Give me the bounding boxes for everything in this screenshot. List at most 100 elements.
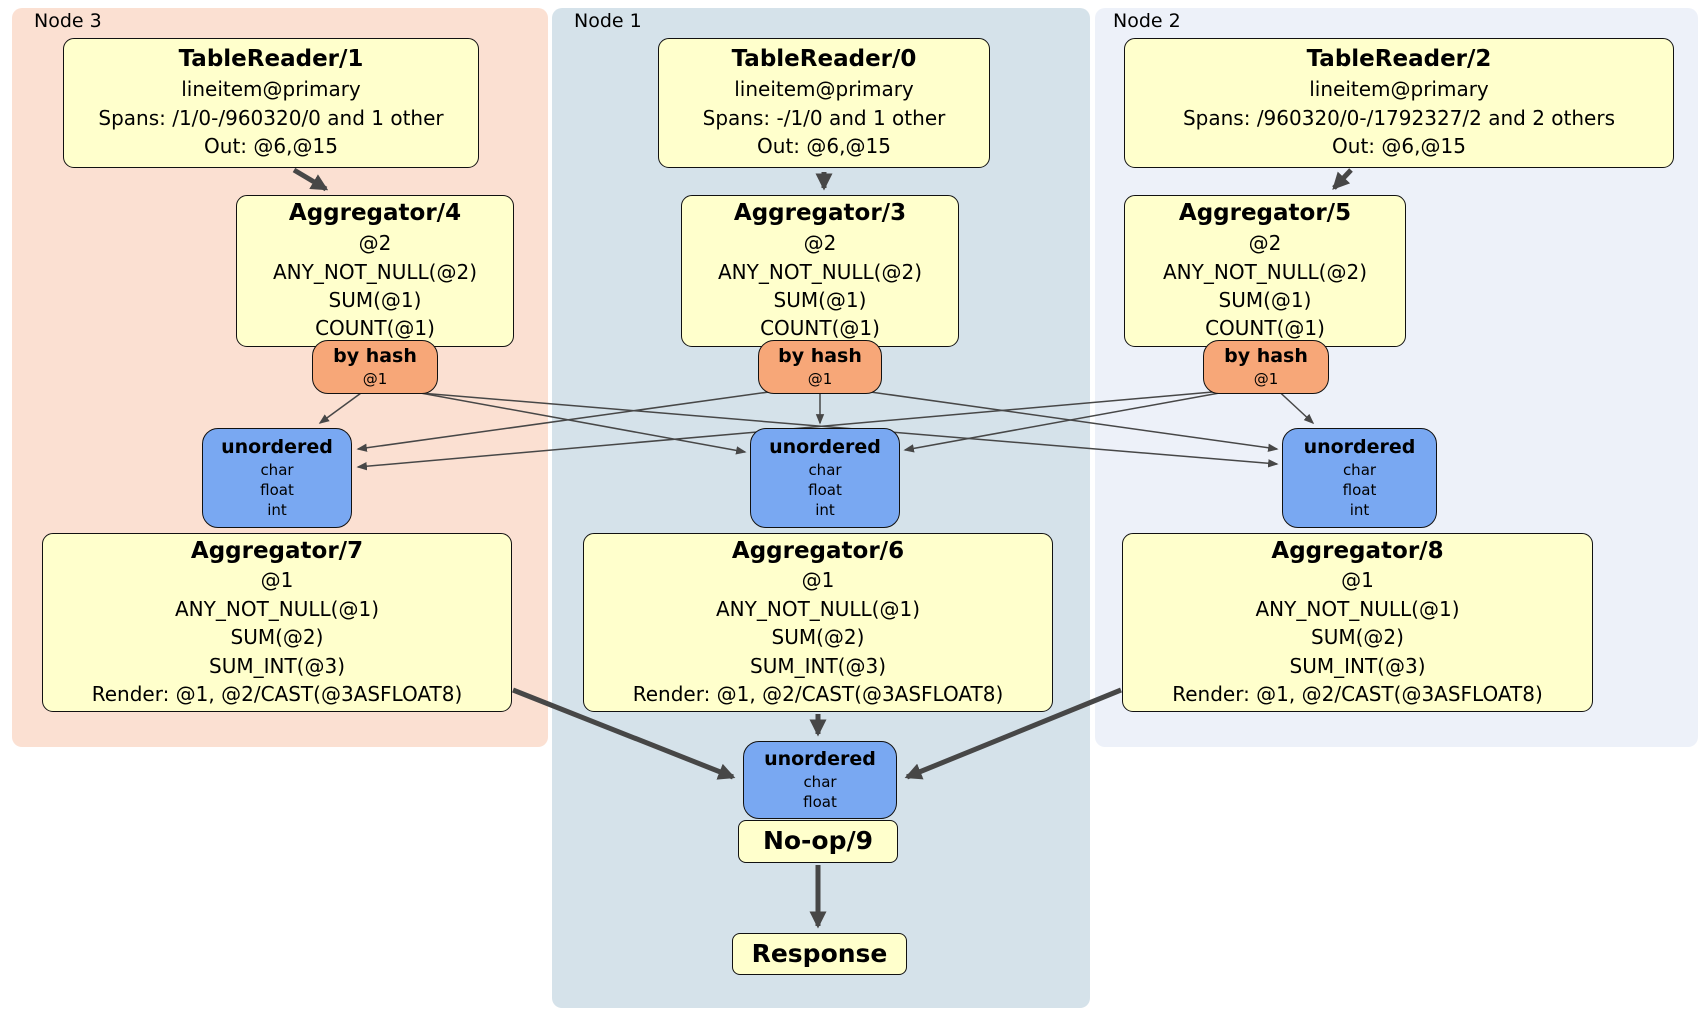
- router-by-hash-node2: by hash @1: [1203, 340, 1329, 394]
- router-column: @1: [807, 369, 833, 388]
- node1-group-label: Node 1: [574, 10, 642, 32]
- processor-detail: @2: [803, 231, 837, 256]
- processor-detail: Render: @1, @2/CAST(@3ASFLOAT8): [1172, 682, 1543, 707]
- sync-unordered-node3: unordered char float int: [202, 428, 352, 528]
- processor-tablereader-1: TableReader/1 lineitem@primary Spans: /1…: [63, 38, 479, 168]
- processor-detail: Render: @1, @2/CAST(@3ASFLOAT8): [632, 682, 1004, 707]
- processor-title: TableReader/2: [1306, 46, 1492, 73]
- sync-column: float: [1342, 480, 1377, 499]
- processor-detail: ANY_NOT_NULL(@2): [1163, 259, 1367, 284]
- processor-detail: Spans: -/1/0 and 1 other: [702, 105, 946, 130]
- router-by-hash-node1: by hash @1: [758, 340, 882, 394]
- router-title: by hash: [1224, 345, 1308, 367]
- node2-group-label: Node 2: [1113, 10, 1181, 32]
- processor-detail: ANY_NOT_NULL(@2): [718, 259, 922, 284]
- sync-title: unordered: [769, 435, 881, 458]
- processor-detail: @1: [801, 568, 835, 593]
- processor-detail: Out: @6,@15: [204, 134, 338, 159]
- sync-column: int: [1349, 501, 1370, 519]
- processor-title: Aggregator/6: [731, 537, 905, 564]
- processor-aggregator-3: Aggregator/3 @2 ANY_NOT_NULL(@2) SUM(@1)…: [681, 195, 959, 347]
- router-by-hash-node3: by hash @1: [312, 340, 438, 394]
- sync-unordered-node2: unordered char float int: [1282, 428, 1437, 528]
- edge-tablereader1-to-aggregator4: [292, 167, 329, 192]
- processor-detail: lineitem@primary: [181, 77, 361, 102]
- sync-column: float: [260, 480, 294, 499]
- processor-detail: COUNT(@1): [315, 316, 435, 341]
- processor-detail: Spans: /960320/0-/1792327/2 and 2 others: [1182, 105, 1615, 130]
- processor-aggregator-6: Aggregator/6 @1 ANY_NOT_NULL(@1) SUM(@2)…: [583, 533, 1053, 712]
- processor-detail: SUM_INT(@3): [1289, 653, 1426, 678]
- edge-hash4-to-unordered8: [383, 389, 1279, 468]
- processor-detail: COUNT(@1): [1205, 316, 1325, 341]
- sync-column: int: [815, 501, 835, 519]
- edge-aggregator7-to-final-unordered: [512, 687, 736, 780]
- processor-detail: lineitem@primary: [1309, 77, 1489, 102]
- edge-hash4-to-unordered6: [381, 385, 747, 455]
- processor-detail: SUM(@2): [1311, 625, 1404, 650]
- processor-detail: ANY_NOT_NULL(@2): [273, 259, 477, 284]
- processor-aggregator-5: Aggregator/5 @2 ANY_NOT_NULL(@2) SUM(@1)…: [1124, 195, 1406, 347]
- processor-detail: SUM(@1): [328, 287, 422, 312]
- sync-title: unordered: [1303, 435, 1416, 458]
- processor-tablereader-2: TableReader/2 lineitem@primary Spans: /9…: [1124, 38, 1674, 168]
- sync-title: unordered: [221, 435, 333, 458]
- processor-title: Aggregator/5: [1178, 200, 1352, 227]
- processor-tablereader-0: TableReader/0 lineitem@primary Spans: -/…: [658, 38, 990, 168]
- processor-detail: SUM(@2): [230, 625, 324, 650]
- processor-aggregator-7: Aggregator/7 @1 ANY_NOT_NULL(@1) SUM(@2)…: [42, 533, 512, 712]
- processor-detail: Render: @1, @2/CAST(@3ASFLOAT8): [91, 682, 463, 707]
- processor-detail: Spans: /1/0-/960320/0 and 1 other: [98, 105, 444, 130]
- edge-hash5-to-unordered7: [356, 387, 1259, 471]
- processor-detail: SUM(@1): [1218, 287, 1312, 312]
- sync-column: char: [803, 772, 837, 791]
- processor-title: Aggregator/3: [733, 200, 907, 227]
- sync-column: char: [260, 460, 294, 479]
- processor-detail: lineitem@primary: [734, 77, 914, 102]
- processor-detail: SUM_INT(@3): [209, 653, 345, 678]
- sync-column: char: [1342, 460, 1377, 479]
- processor-detail: SUM(@2): [771, 625, 865, 650]
- edge-hash3-to-unordered8: [827, 385, 1279, 452]
- sync-column: float: [808, 480, 842, 499]
- processor-title: Response: [751, 938, 888, 968]
- processor-detail: SUM(@1): [773, 287, 867, 312]
- processor-detail: ANY_NOT_NULL(@1): [716, 596, 920, 621]
- processor-aggregator-8: Aggregator/8 @1 ANY_NOT_NULL(@1) SUM(@2)…: [1122, 533, 1593, 712]
- processor-detail: Out: @6,@15: [1332, 134, 1466, 159]
- processor-title: Aggregator/7: [190, 537, 364, 564]
- processor-title: Aggregator/8: [1271, 537, 1444, 564]
- response-node: Response: [732, 933, 907, 975]
- edge-tablereader2-to-aggregator5: [1332, 168, 1353, 190]
- processor-detail: @2: [358, 231, 392, 256]
- processor-title: No-op/9: [762, 826, 874, 856]
- processor-title: TableReader/1: [178, 46, 364, 73]
- processor-noop-9: No-op/9: [738, 820, 898, 863]
- router-title: by hash: [333, 345, 417, 367]
- processor-detail: Out: @6,@15: [757, 134, 891, 159]
- processor-detail: COUNT(@1): [760, 316, 880, 341]
- processor-detail: @2: [1248, 231, 1282, 256]
- sync-unordered-node1: unordered char float int: [750, 428, 900, 528]
- sync-title: unordered: [764, 747, 876, 770]
- sync-unordered-final: unordered char float: [743, 741, 897, 819]
- edge-hash5-to-unordered6: [903, 385, 1259, 453]
- router-column: @1: [362, 369, 388, 388]
- processor-aggregator-4: Aggregator/4 @2 ANY_NOT_NULL(@2) SUM(@1)…: [236, 195, 514, 347]
- edge-hash3-to-unordered7: [356, 385, 813, 452]
- sync-column: char: [808, 460, 842, 479]
- sync-column: int: [267, 501, 287, 519]
- edge-aggregator8-to-final-unordered: [904, 687, 1122, 780]
- processor-title: Aggregator/4: [288, 200, 462, 227]
- processor-title: TableReader/0: [731, 46, 917, 73]
- sync-column: float: [803, 792, 837, 811]
- processor-detail: @1: [260, 568, 294, 593]
- router-title: by hash: [778, 345, 862, 367]
- router-column: @1: [1253, 369, 1279, 388]
- processor-detail: SUM_INT(@3): [750, 653, 886, 678]
- processor-detail: @1: [1341, 568, 1374, 593]
- processor-detail: ANY_NOT_NULL(@1): [175, 596, 379, 621]
- node3-group-label: Node 3: [34, 10, 102, 32]
